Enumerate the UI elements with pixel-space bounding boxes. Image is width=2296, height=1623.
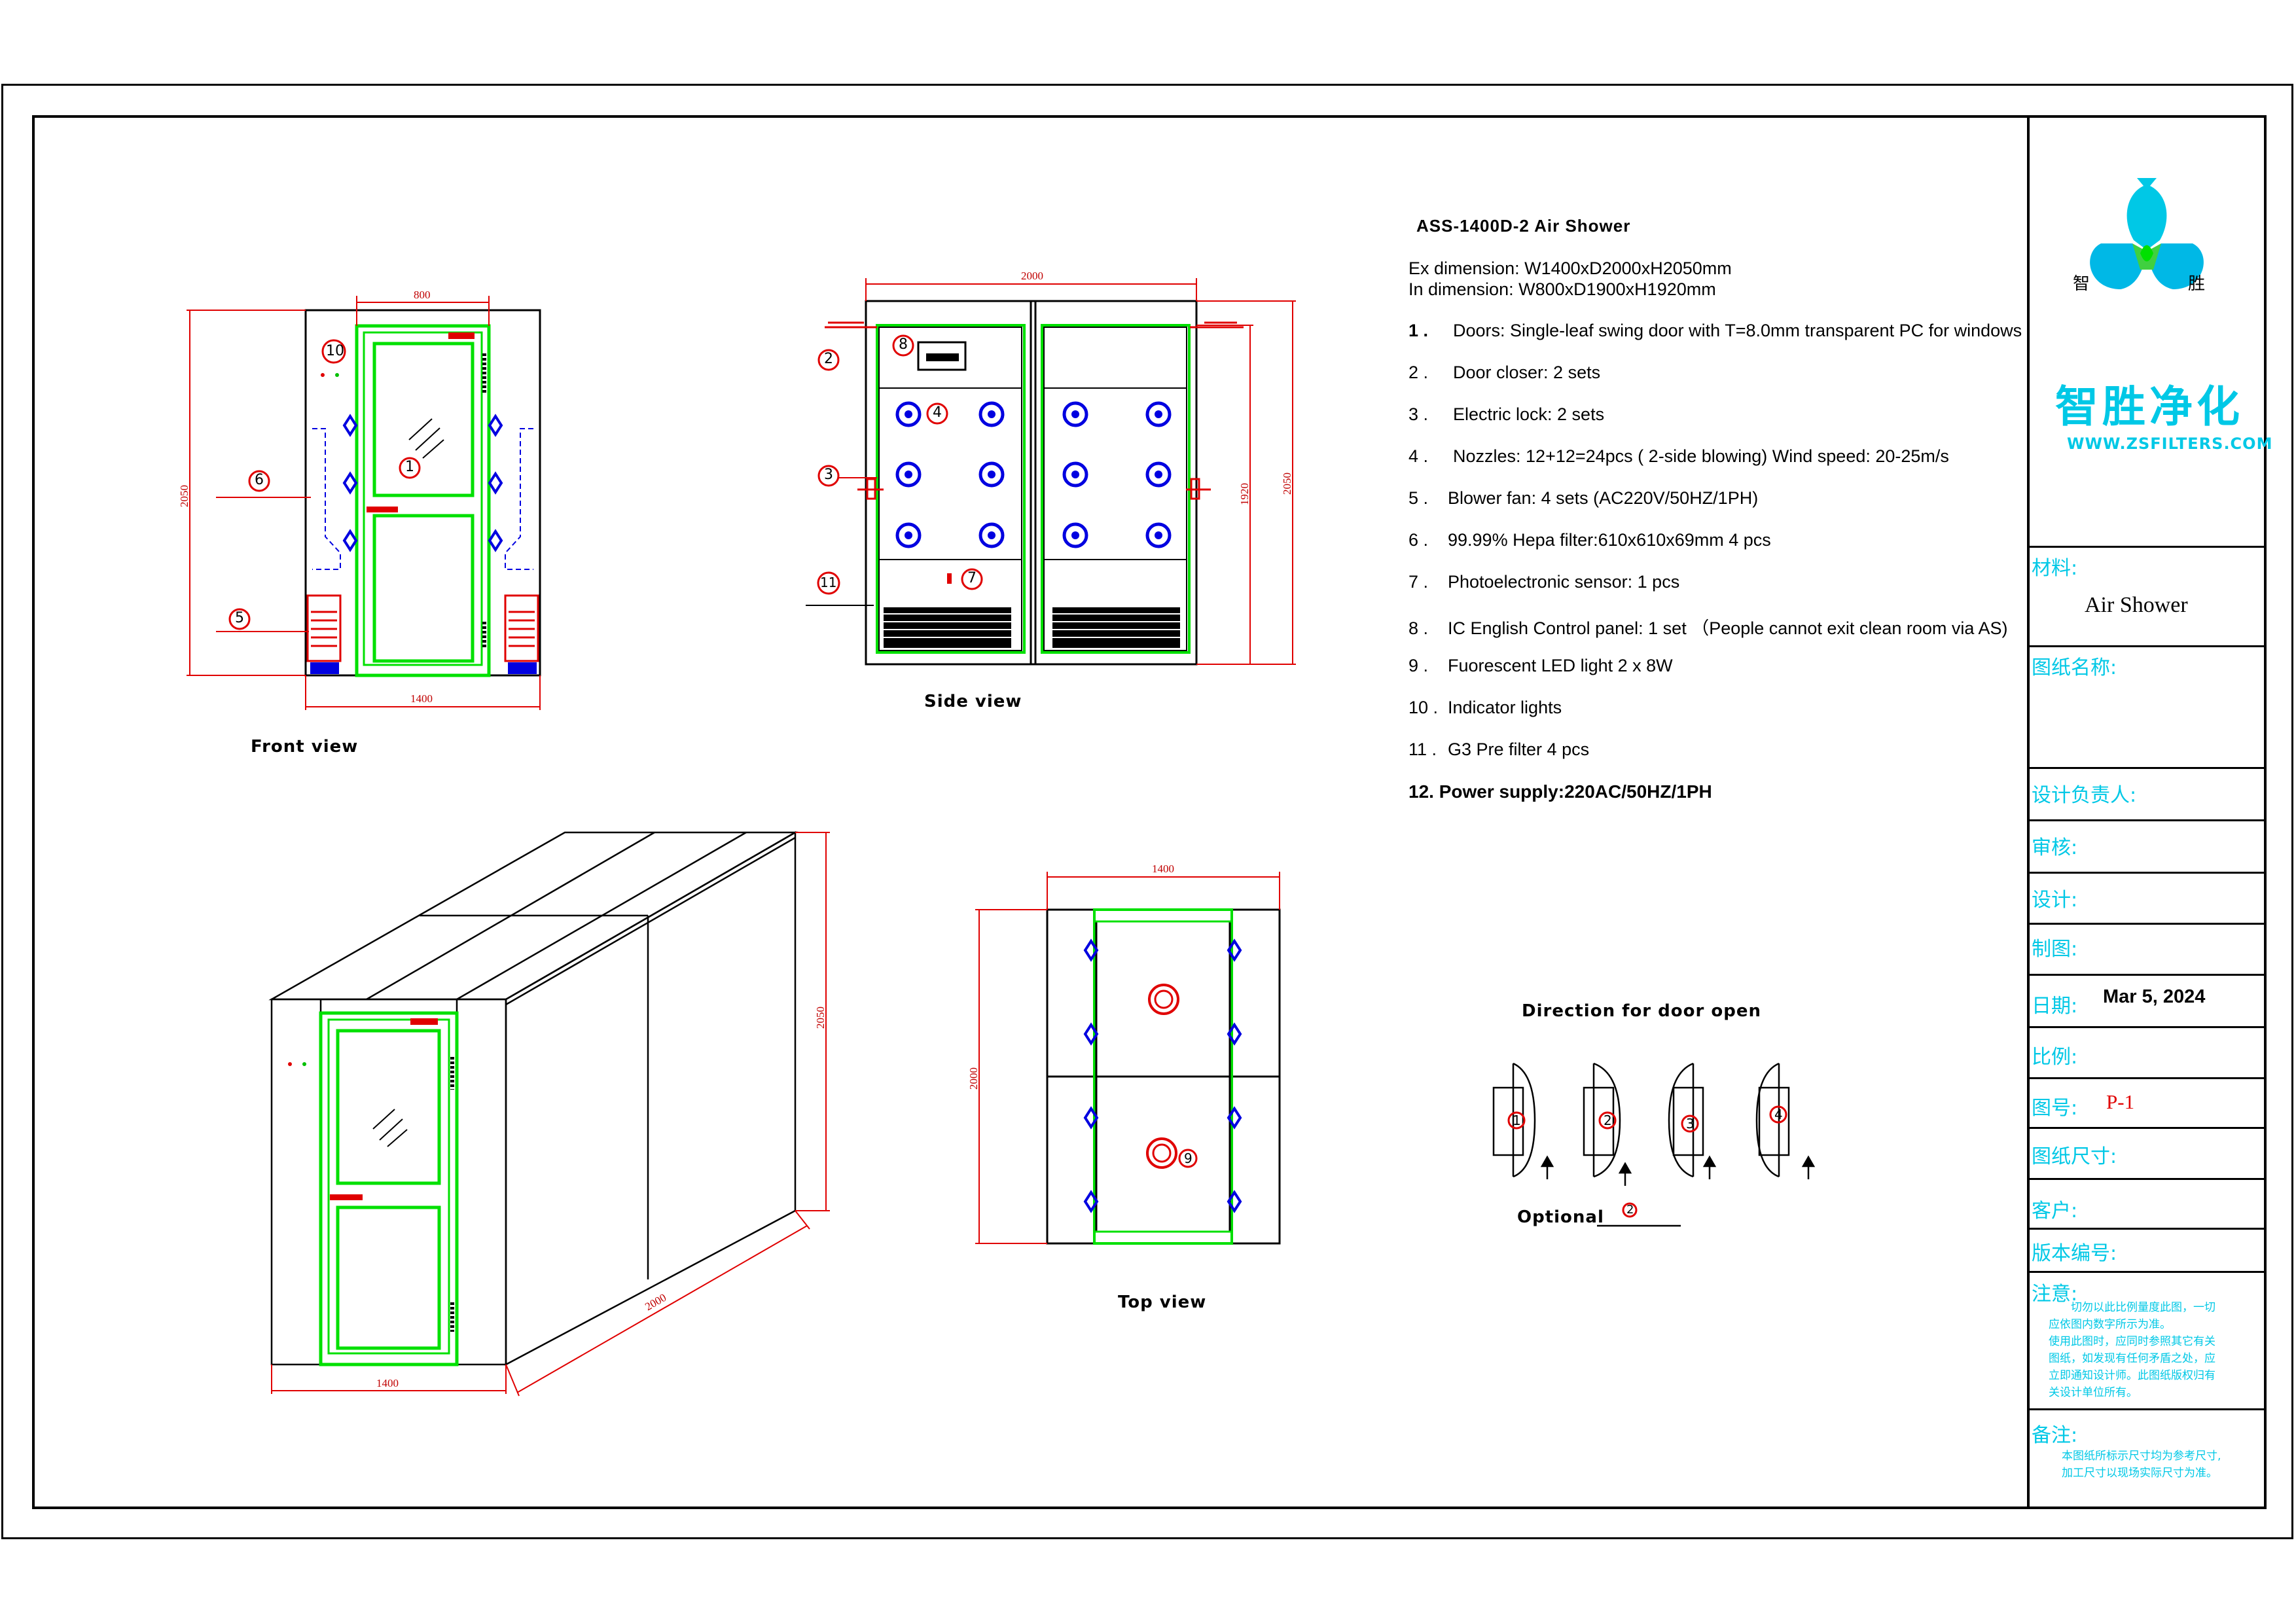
tb-date-value: Mar 5, 2024	[2103, 986, 2206, 1007]
dim-top-depth: 2000	[967, 1067, 980, 1090]
outer-frame	[1, 84, 2293, 1539]
spec-item-10: 10 .Indicator lights	[1408, 698, 1562, 717]
tb-material-value: Air Shower	[2085, 593, 2188, 617]
tb-design-label: 设计:	[2032, 889, 2078, 912]
tb-drawing-no-label: 图号:	[2032, 1097, 2078, 1120]
brand-url: WWW.ZSFILTERS.COM	[2067, 435, 2273, 453]
spec-item-3: 3 .Electric lock: 2 sets	[1408, 404, 1605, 424]
callout-10: 10	[326, 343, 344, 359]
dim-side-inner-height: 1920	[1238, 483, 1251, 505]
tb-line	[2027, 1026, 2267, 1028]
dim-front-width: 1400	[410, 692, 433, 705]
spec-item-11: 11 .G3 Pre filter 4 pcs	[1408, 740, 1590, 759]
spec-item-1: 1 .Doors: Single-leaf swing door with T=…	[1408, 321, 2022, 340]
spec-item-6: 6 .99.99% Hepa filter:610x610x69mm 4 pcs	[1408, 530, 1771, 550]
inner-frame	[32, 115, 2267, 1509]
tb-line	[2027, 546, 2267, 548]
dim-iso-height: 2050	[814, 1007, 827, 1029]
tb-line	[2027, 1228, 2267, 1230]
dim-front-door-width: 800	[414, 289, 431, 301]
door-option-3: 3	[1686, 1116, 1695, 1132]
door-option-1: 1	[1513, 1113, 1521, 1128]
isometric-view	[268, 830, 798, 1366]
dim-iso-width: 1400	[376, 1377, 399, 1389]
spec-item-4: 4 .Nozzles: 12+12=24pcs ( 2-side blowing…	[1408, 446, 1949, 466]
tb-line	[2027, 1271, 2267, 1273]
spec-item-8: 8 .IC English Control panel: 1 set （Peop…	[1408, 618, 2008, 638]
top-view-label: Top view	[1118, 1293, 1207, 1312]
spec-in-dimension: In dimension: W800xD1900xH1920mm	[1408, 279, 1716, 299]
side-view	[806, 278, 1296, 666]
title-block-border	[2027, 115, 2030, 1509]
brand-name-cn: 智胜净化	[2055, 382, 2244, 432]
tb-drafting-label: 制图:	[2032, 938, 2078, 961]
callout-7: 7	[967, 570, 977, 586]
tb-notice-label: 注意:	[2032, 1283, 2078, 1306]
callout-6: 6	[255, 472, 264, 488]
callout-8: 8	[899, 336, 908, 353]
tb-line	[2027, 645, 2267, 647]
callout-9: 9	[1184, 1150, 1193, 1166]
isometric-door	[288, 1011, 459, 1366]
tb-version-label: 版本编号:	[2032, 1242, 2117, 1265]
tb-remark-label: 备注:	[2032, 1424, 2078, 1447]
tb-size-label: 图纸尺寸:	[2032, 1145, 2117, 1168]
spec-item-7: 7 .Photoelectronic sensor: 1 pcs	[1408, 572, 1680, 592]
callout-circles	[228, 334, 1787, 1218]
tb-scale-label: 比例:	[2032, 1046, 2078, 1069]
callout-5: 5	[235, 610, 244, 626]
side-view-label: Side view	[924, 692, 1022, 711]
callout-2: 2	[824, 351, 833, 367]
tb-remark-text: 本图纸所标示尺寸均为参考尺寸, 加工尺寸以现场实际尺寸为准。	[2062, 1450, 2221, 1480]
spec-item-9: 9 .Fuorescent LED light 2 x 8W	[1408, 656, 1673, 675]
tb-line	[2027, 974, 2267, 976]
tb-line	[2027, 1127, 2267, 1129]
optional-label: Optional	[1517, 1207, 1604, 1227]
logo-char-right: 胜	[2188, 274, 2206, 294]
door-option-4: 4	[1774, 1107, 1783, 1122]
front-view	[187, 296, 541, 710]
callout-3: 3	[824, 467, 833, 483]
callout-1: 1	[405, 459, 414, 475]
front-view-label: Front view	[251, 737, 359, 757]
spec-item-2: 2 .Door closer: 2 sets	[1408, 363, 1601, 382]
tb-drawing-name-label: 图纸名称:	[2032, 656, 2117, 679]
dim-side-height: 2050	[1281, 473, 1293, 495]
spec-title: ASS-1400D-2 Air Shower	[1416, 216, 1631, 236]
tb-date-label: 日期:	[2032, 995, 2078, 1018]
tb-line	[2027, 819, 2267, 821]
door-direction-diagrams	[1492, 1062, 1816, 1227]
dim-top-width: 1400	[1152, 863, 1174, 875]
tb-line	[2027, 1178, 2267, 1180]
dim-front-height: 2050	[178, 485, 190, 507]
tb-review-label: 审核:	[2032, 836, 2078, 859]
isometric-dimensions	[271, 832, 830, 1397]
dim-side-depth: 2000	[1021, 270, 1043, 282]
optional-choice: 2	[1626, 1203, 1634, 1217]
brand-logo-icon	[2090, 178, 2204, 289]
tb-drawing-no-value: P-1	[2106, 1090, 2135, 1113]
spec-ex-dimension: Ex dimension: W1400xD2000xH2050mm	[1408, 259, 1732, 278]
tb-designer-lead-label: 设计负责人:	[2032, 784, 2137, 807]
logo-char-left: 智	[2073, 274, 2090, 294]
tb-line	[2027, 1077, 2267, 1079]
top-view	[975, 872, 1281, 1245]
tb-line	[2027, 923, 2267, 925]
tb-notice-text: 切勿以此比例量度此图，一切 应依图内数字所示为准。 使用此图时，应同时参照其它有…	[2049, 1301, 2215, 1399]
spec-item-5: 5 .Blower fan: 4 sets (AC220V/50HZ/1PH)	[1408, 488, 1759, 508]
callout-11: 11	[820, 575, 837, 590]
door-direction-label: Direction for door open	[1522, 1001, 1762, 1021]
spec-power-supply: 12. Power supply:220AC/50HZ/1PH	[1408, 781, 1712, 802]
tb-line	[2027, 1408, 2267, 1410]
tb-line	[2027, 767, 2267, 769]
door-option-2: 2	[1604, 1113, 1612, 1128]
callout-4: 4	[933, 404, 942, 421]
tb-line	[2027, 872, 2267, 874]
tb-material-label: 材料:	[2032, 557, 2078, 580]
tb-customer-label: 客户:	[2032, 1200, 2078, 1222]
